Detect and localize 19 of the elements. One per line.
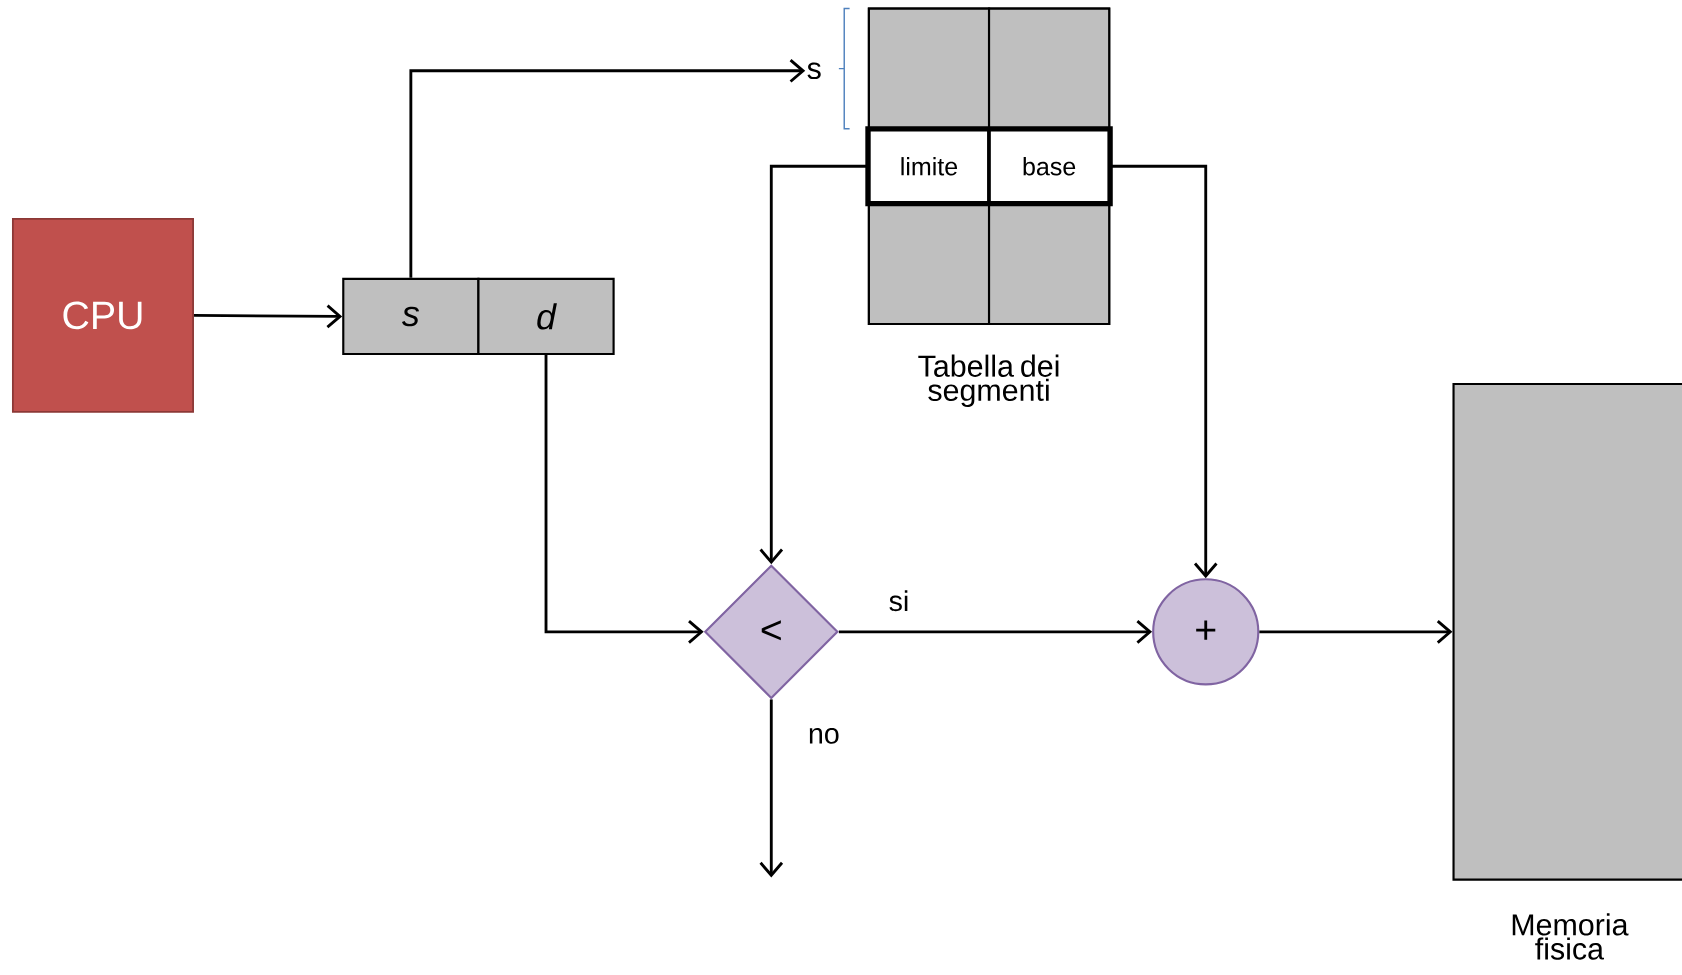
arrow — [544, 355, 704, 644]
arrow — [759, 164, 868, 565]
edge-label: si — [889, 590, 908, 612]
arrow — [1259, 619, 1453, 644]
edge-label: no — [809, 728, 839, 744]
address-cell: s — [342, 277, 480, 356]
node-label: Memoria fisica — [1512, 913, 1629, 960]
memory-block: Memoria fisica — [1452, 382, 1682, 960]
arrow — [193, 304, 343, 329]
cpu-box: CPU — [11, 217, 194, 413]
arrow — [409, 58, 806, 278]
arrow — [759, 699, 784, 878]
arrow — [1111, 164, 1218, 579]
table-cell: base — [987, 127, 1111, 205]
arrow — [838, 619, 1153, 644]
address-cell: d — [477, 277, 615, 356]
table-cell: limite — [867, 127, 991, 205]
node-label: Tabella dei segmenti — [918, 354, 1059, 407]
segment-label: s — [807, 62, 821, 80]
